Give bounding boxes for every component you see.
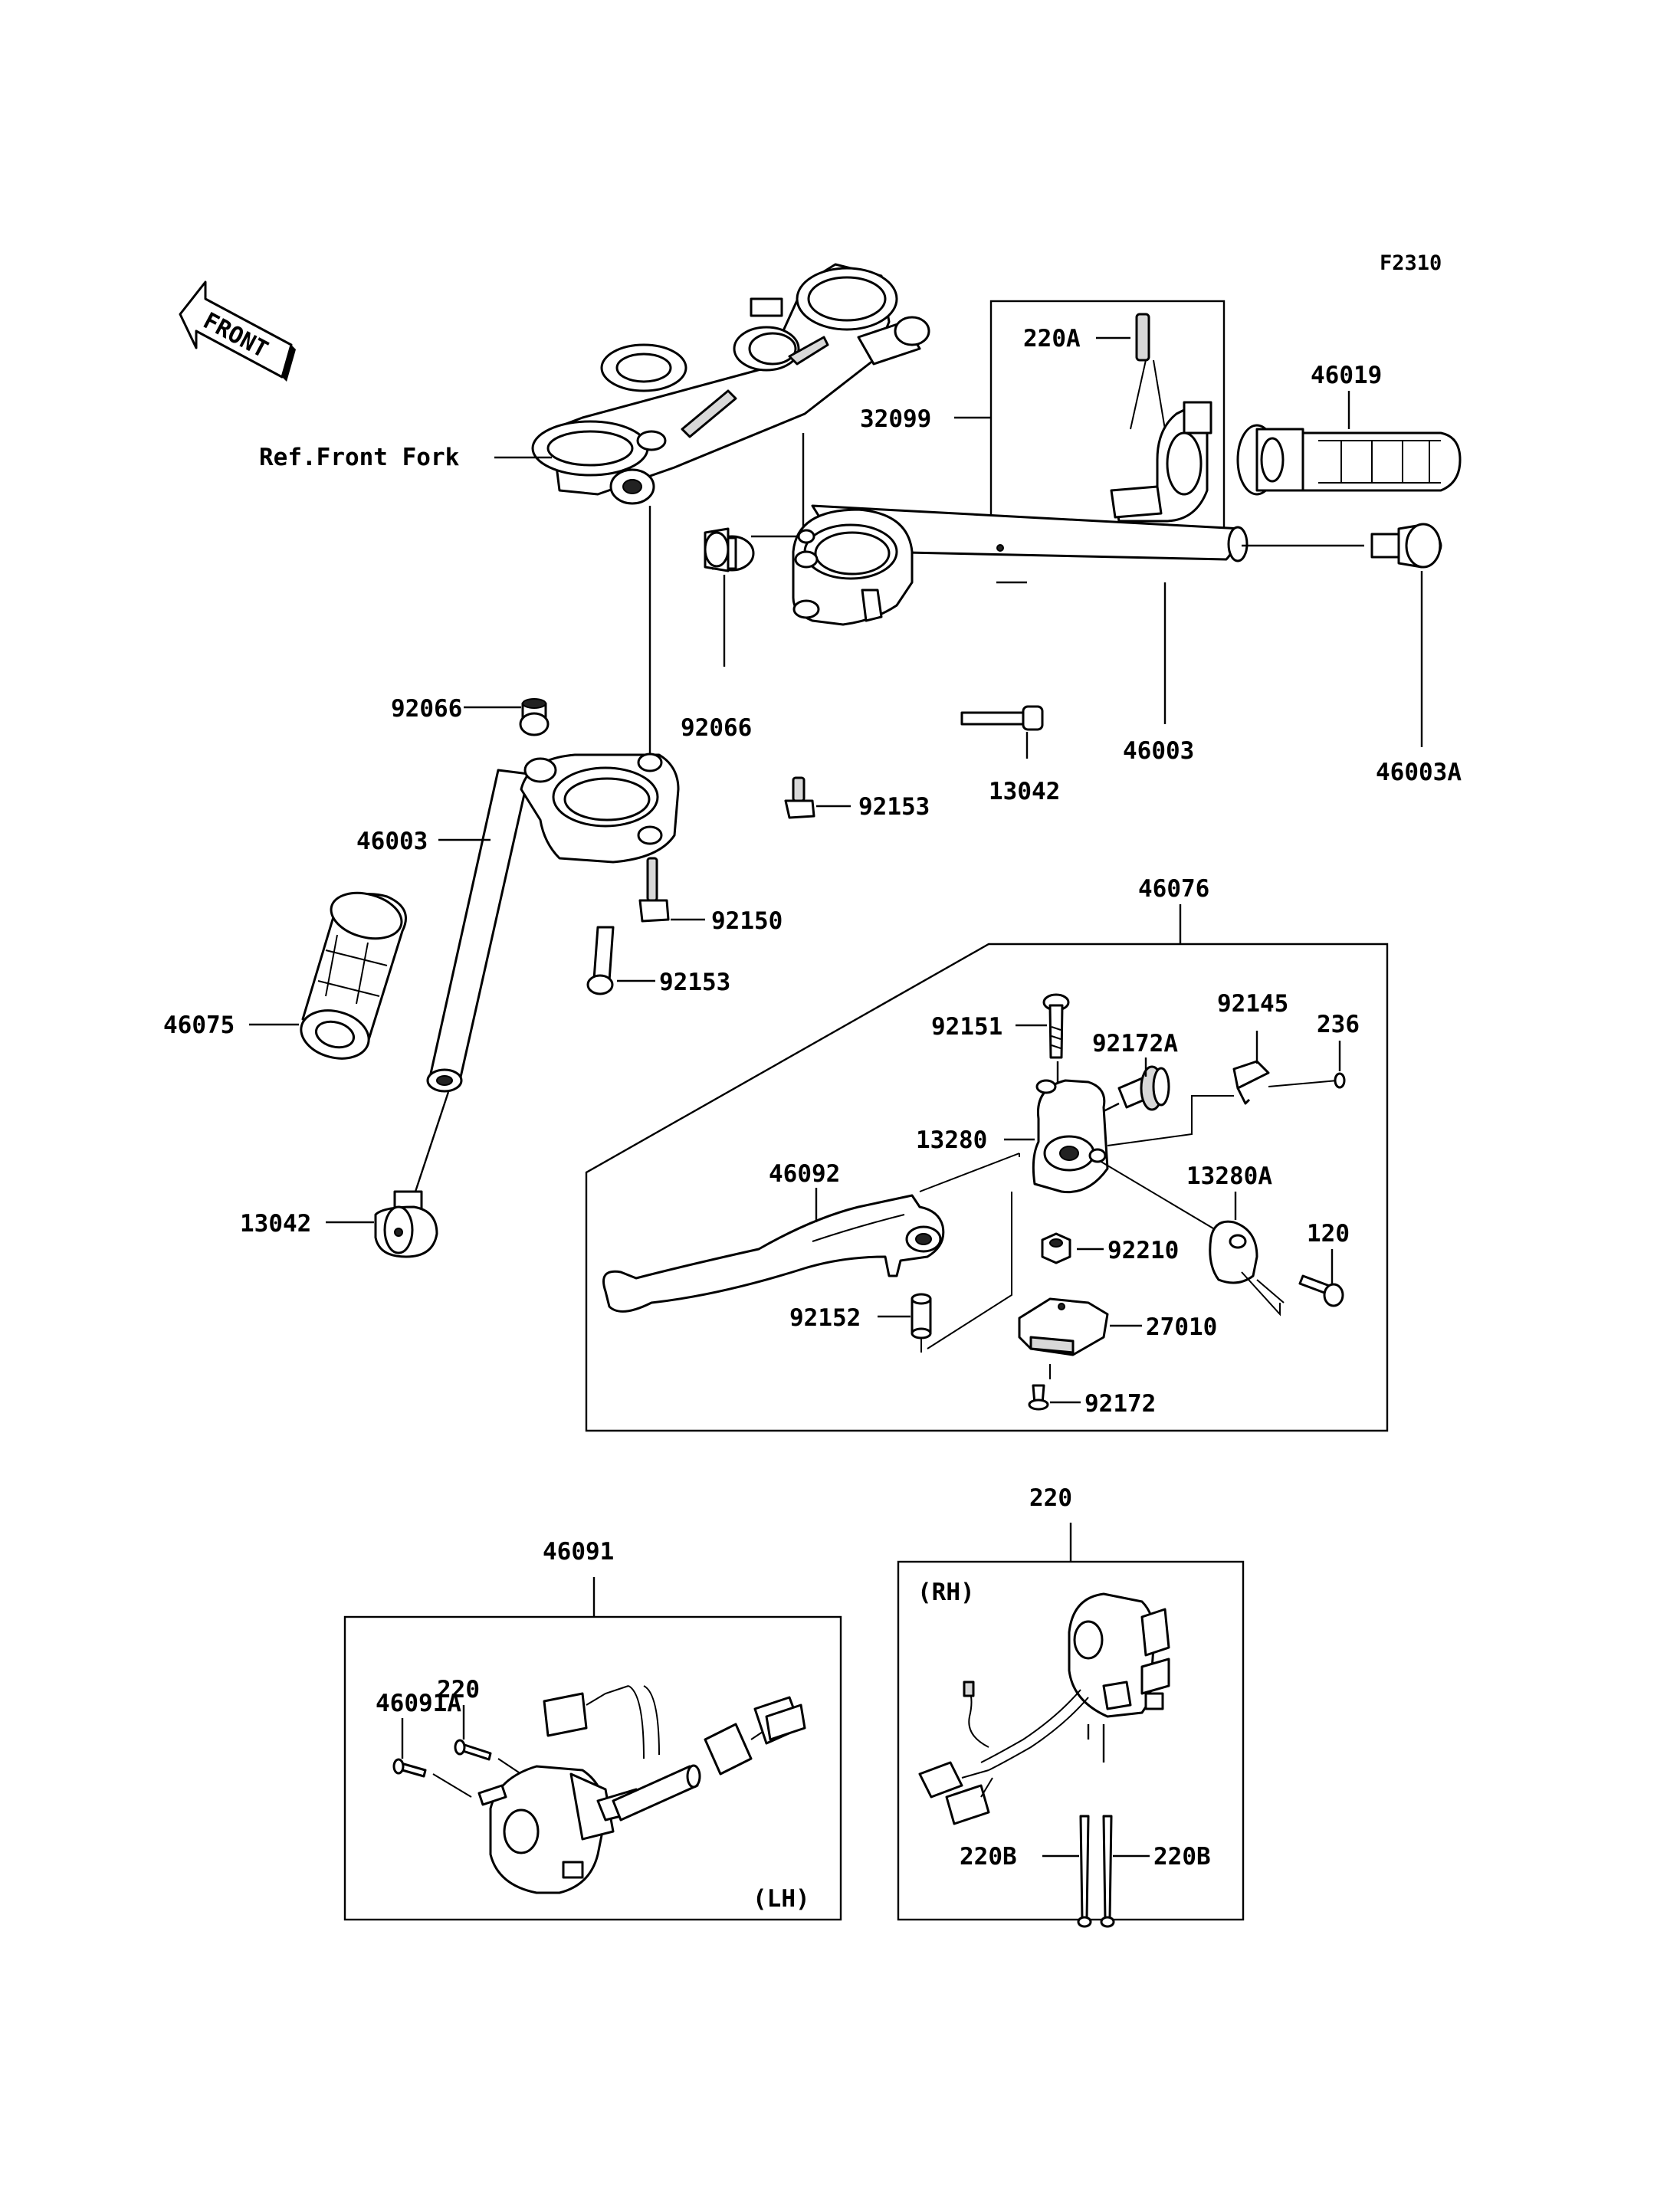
label-32099: 32099 [860, 405, 931, 433]
switch-27010-drawing [1018, 1297, 1109, 1356]
plug-92066-right-drawing [704, 527, 730, 572]
label-13280: 13280 [916, 1126, 987, 1154]
clamp-13280A-drawing [1209, 1220, 1258, 1284]
bolt-92150-left-drawing [638, 857, 670, 923]
label-92172A: 92172A [1092, 1030, 1178, 1058]
label-46019: 46019 [1311, 362, 1382, 389]
label-46075: 46075 [163, 1012, 235, 1039]
label-46092: 46092 [769, 1160, 840, 1188]
label-220B-left: 220B [960, 1843, 1017, 1871]
label-92153-left: 92153 [659, 969, 730, 996]
clip-92145-drawing [1232, 1060, 1270, 1105]
label-92210: 92210 [1107, 1237, 1179, 1264]
label-92150-right: 92153 [858, 793, 930, 821]
label-92152: 92152 [789, 1304, 861, 1332]
right-switch-housing-drawing [918, 1592, 1170, 1825]
clutch-lever-assembly-box [585, 943, 1389, 1432]
right-handlebar-46003A-drawing [709, 504, 1249, 626]
plug-92066-left-drawing [519, 698, 550, 736]
label-13280A: 13280A [1186, 1162, 1272, 1190]
bolt-120-drawing [1298, 1274, 1344, 1307]
label-lh: (LH) [753, 1885, 810, 1913]
collar-92152-drawing [911, 1293, 932, 1340]
left-handlebar-46003-drawing [426, 753, 680, 1093]
label-13042-left: 13042 [240, 1210, 311, 1238]
nut-92210-drawing [1041, 1232, 1071, 1264]
adjuster-92172A-drawing [1117, 1065, 1170, 1111]
label-46091A: 46091 [543, 1538, 614, 1566]
right-grip-46019-drawing [1236, 424, 1462, 496]
label-46003A: 46003 [1123, 737, 1194, 765]
front-arrow-icon: FRONT [179, 280, 296, 382]
bolt-92153-left-drawing [586, 926, 615, 995]
label-92151: 92151 [931, 1013, 1002, 1041]
left-grip-46075-drawing [300, 891, 407, 1060]
label-92066-left: 92066 [391, 695, 462, 723]
top-triple-clamp-drawing [531, 263, 930, 505]
left-switch-assembly-box [343, 1615, 842, 1921]
label-220-b: 220 [437, 1676, 480, 1703]
bar-end-13042-right-drawing [1370, 523, 1442, 569]
figure-code: F2310 [1380, 251, 1442, 275]
clutch-lever-46092-drawing [602, 1194, 945, 1313]
screws-220B-drawing [1077, 1815, 1115, 1928]
bolt-92153-right-drawing [960, 705, 1044, 731]
left-switch-housing-drawing [477, 1685, 806, 1894]
label-rh: (RH) [917, 1579, 975, 1606]
label-46076: 46076 [1138, 875, 1209, 903]
label-92066-right: 92066 [681, 714, 752, 742]
label-220A: 220A [1023, 325, 1081, 353]
screw-236-drawing [1268, 1072, 1346, 1089]
screws-220-drawing [392, 1739, 492, 1778]
lever-holder-13280-drawing [1032, 1079, 1109, 1194]
label-220B-right: 220B [1153, 1843, 1211, 1871]
label-236: 236 [1317, 1011, 1360, 1038]
bar-end-13042-left-drawing [374, 1190, 438, 1258]
label-92172: 92172 [1084, 1390, 1156, 1418]
label-120: 120 [1307, 1220, 1350, 1248]
screw-92172-drawing [1028, 1384, 1049, 1411]
label-ref-front-fork: Ref.Front Fork [259, 444, 460, 471]
label-92150-left: 92150 [711, 907, 783, 935]
bolt-92151-drawing [1042, 993, 1070, 1059]
label-27010: 27010 [1146, 1313, 1217, 1341]
label-46003: 46003 [356, 828, 428, 855]
label-92145: 92145 [1217, 990, 1288, 1018]
label-13042-right: 46003A [1376, 759, 1462, 786]
label-46091: 220 [1029, 1484, 1072, 1512]
label-220-a: 46091A [376, 1690, 461, 1717]
throttle-pulley-drawing [1110, 313, 1212, 523]
bolt-92150-right-drawing [784, 776, 815, 819]
label-92153-right: 13042 [989, 778, 1060, 805]
